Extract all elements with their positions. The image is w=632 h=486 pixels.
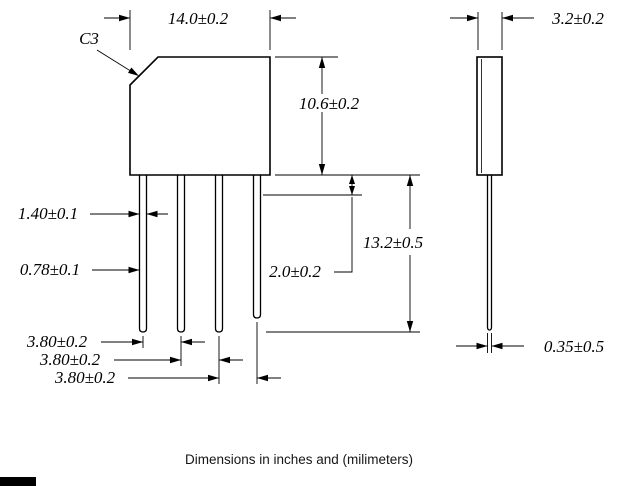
arrowhead [132, 338, 143, 346]
dim-lead-thickness: 0.78±0.1 [20, 260, 140, 279]
arrowhead [146, 210, 158, 218]
arrowhead [349, 186, 355, 195]
dim-body-width-label: 14.0±0.2 [168, 9, 229, 28]
dim-body-height: 10.6±0.2 [275, 56, 420, 176]
arrowhead [491, 342, 503, 350]
chamfer-callout: C3 [79, 29, 139, 76]
arrowhead [181, 338, 192, 346]
side-view [476, 56, 503, 331]
side-pin [486, 175, 493, 331]
arrowhead [502, 14, 513, 22]
arrowhead [257, 374, 268, 382]
arrowhead [476, 342, 488, 350]
dim-body-width: 14.0±0.2 [104, 9, 296, 50]
dim-side-thickness: 3.2±0.2 [450, 9, 604, 50]
dim-lead-pitch-1-label: 3.80±0.2 [26, 332, 88, 351]
dim-lead-width-label: 1.40±0.1 [18, 204, 78, 223]
units-caption: Dimensions in inches and (milimeters) [185, 452, 413, 467]
arrowhead [467, 14, 478, 22]
dim-lead-width: 1.40±0.1 [18, 204, 168, 223]
dim-lead-thickness-label: 0.78±0.1 [20, 260, 80, 279]
arrowhead [128, 210, 140, 218]
arrowhead [349, 175, 355, 184]
arrowhead [219, 356, 230, 364]
scan-artifact [0, 477, 36, 486]
dim-body-height-label: 10.6±0.2 [299, 94, 360, 113]
dim-shoulder-length-label: 2.0±0.2 [269, 262, 321, 281]
arrowhead [170, 356, 181, 364]
front-body-outline [129, 56, 271, 176]
leader-line [334, 197, 353, 273]
dim-lead-pitch-2: 3.80±0.2 [39, 336, 243, 384]
chamfer-label: C3 [79, 29, 99, 48]
arrowhead [119, 14, 130, 22]
front-pin-2 [176, 175, 186, 333]
front-pin-3 [214, 175, 224, 333]
dim-lead-pitch-2-label: 3.80±0.2 [39, 350, 101, 369]
arrowhead [270, 14, 281, 22]
front-pin-1 [138, 175, 148, 333]
arrowhead [128, 67, 139, 76]
dim-shoulder-length: 2.0±0.2 [263, 175, 362, 281]
arrowhead [406, 321, 414, 332]
arrowhead [318, 164, 326, 175]
dim-lead-pitch-3: 3.80±0.2 [54, 322, 281, 387]
dim-side-thickness-label: 3.2±0.2 [551, 9, 604, 28]
dim-side-lead-thickness-label: 0.35±0.5 [544, 337, 604, 356]
side-body-outline [476, 56, 503, 176]
arrowhead [128, 266, 140, 274]
dim-lead-pitch-3-label: 3.80±0.2 [54, 368, 116, 387]
front-pin-4 [252, 175, 262, 319]
dim-lead-length-label: 13.2±0.5 [363, 233, 423, 252]
dim-side-lead-thickness: 0.35±0.5 [456, 333, 604, 356]
arrowhead [406, 175, 414, 186]
front-view [129, 56, 271, 333]
arrowhead [208, 374, 219, 382]
arrowhead [318, 57, 326, 68]
dim-lead-length: 13.2±0.5 [266, 175, 423, 333]
dim-lead-pitch-1: 3.80±0.2 [26, 332, 205, 366]
